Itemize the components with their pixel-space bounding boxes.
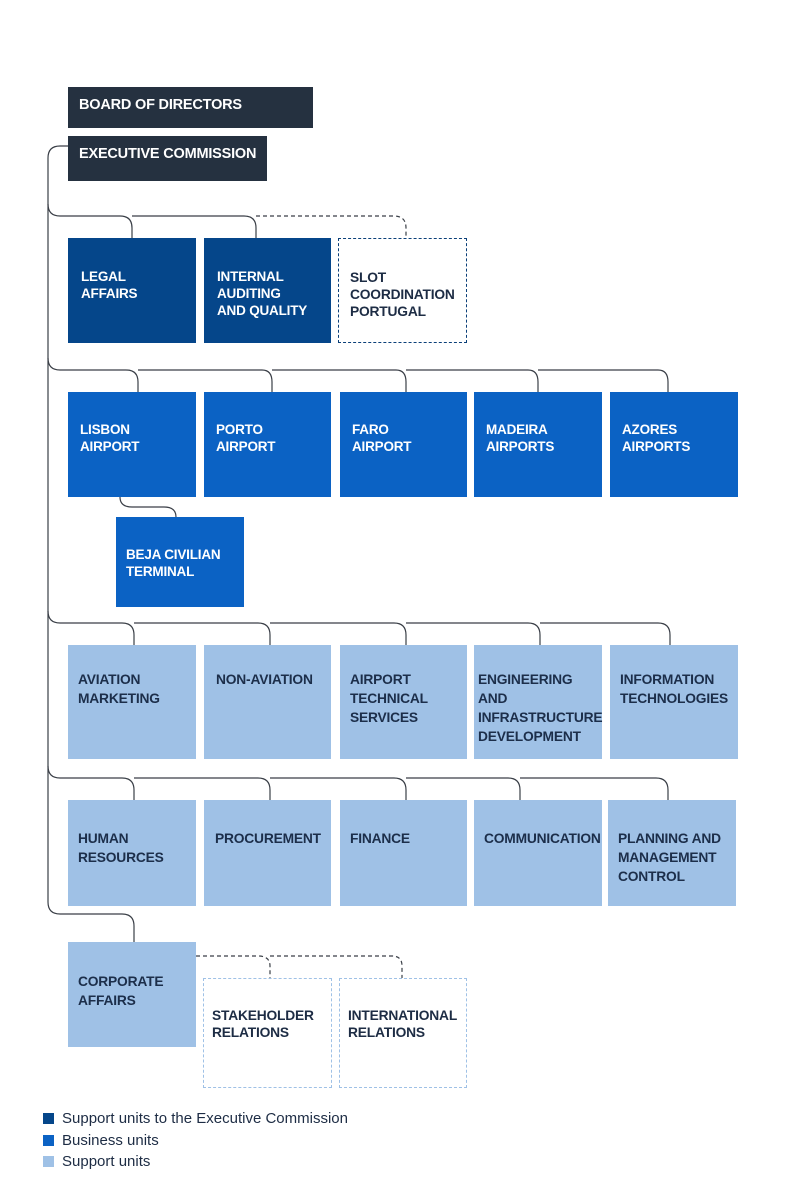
board-of-directors-box: BOARD OF DIRECTORS xyxy=(68,87,313,128)
faro-airport-label: FARO AIRPORT xyxy=(352,422,412,454)
airport-technical-services-box: AIRPORT TECHNICAL SERVICES xyxy=(340,645,467,759)
stakeholder-relations-box: STAKEHOLDER RELATIONS xyxy=(203,978,332,1088)
legend-swatch-business xyxy=(43,1134,54,1146)
executive-commission-box: EXECUTIVE COMMISSION xyxy=(68,136,267,181)
beja-terminal-label: BEJA CIVILIAN TERMINAL xyxy=(126,547,221,579)
legend: Support units to the Executive Commissio… xyxy=(43,1108,348,1173)
legend-label-support: Support units xyxy=(62,1153,151,1171)
legend-swatch-support xyxy=(43,1156,54,1168)
stakeholder-relations-label: STAKEHOLDER RELATIONS xyxy=(212,1008,314,1040)
planning-management-label: PLANNING AND MANAGEMENT CONTROL xyxy=(618,831,721,884)
madeira-airports-label: MADEIRA AIRPORTS xyxy=(486,422,555,454)
legal-affairs-box: LEGAL AFFAIRS xyxy=(68,238,196,343)
corporate-affairs-label: CORPORATE AFFAIRS xyxy=(78,974,164,1008)
information-technologies-label: INFORMATION TECHNOLOGIES xyxy=(620,672,728,706)
corporate-affairs-box: CORPORATE AFFAIRS xyxy=(68,942,196,1047)
legend-item-support-exec: Support units to the Executive Commissio… xyxy=(43,1108,348,1130)
executive-commission-label: EXECUTIVE COMMISSION xyxy=(79,146,257,162)
communication-box: COMMUNICATION xyxy=(474,800,602,906)
international-relations-label: INTERNATIONAL RELATIONS xyxy=(348,1008,458,1040)
international-relations-box: INTERNATIONAL RELATIONS xyxy=(339,978,467,1088)
finance-label: FINANCE xyxy=(350,831,410,846)
human-resources-label: HUMAN RESOURCES xyxy=(78,831,164,865)
aviation-marketing-label: AVIATION MARKETING xyxy=(78,672,160,706)
lisbon-airport-box: LISBON AIRPORT xyxy=(68,392,196,497)
board-of-directors-label: BOARD OF DIRECTORS xyxy=(79,97,242,113)
information-technologies-box: INFORMATION TECHNOLOGIES xyxy=(610,645,738,759)
internal-auditing-box: INTERNAL AUDITING AND QUALITY xyxy=(204,238,331,343)
internal-auditing-label: INTERNAL AUDITING AND QUALITY xyxy=(217,269,308,318)
porto-airport-label: PORTO AIRPORT xyxy=(216,422,276,454)
engineering-infrastructure-label: ENGINEERING AND INFRASTRUCTURE DEVELOPME… xyxy=(478,672,603,744)
aviation-marketing-box: AVIATION MARKETING xyxy=(68,645,196,759)
slot-coordination-box: SLOT COORDINATION PORTUGAL xyxy=(338,238,467,343)
porto-airport-box: PORTO AIRPORT xyxy=(204,392,331,497)
non-aviation-label: NON-AVIATION xyxy=(216,672,313,687)
legend-swatch-support-exec xyxy=(43,1113,54,1125)
human-resources-box: HUMAN RESOURCES xyxy=(68,800,196,906)
azores-airports-box: AZORES AIRPORTS xyxy=(610,392,738,497)
non-aviation-box: NON-AVIATION xyxy=(204,645,331,759)
lisbon-airport-label: LISBON AIRPORT xyxy=(80,422,140,454)
legend-item-support: Support units xyxy=(43,1151,348,1173)
legend-label-business: Business units xyxy=(62,1131,159,1149)
beja-terminal-box: BEJA CIVILIAN TERMINAL xyxy=(116,517,244,607)
azores-airports-label: AZORES AIRPORTS xyxy=(622,422,691,454)
finance-box: FINANCE xyxy=(340,800,467,906)
faro-airport-box: FARO AIRPORT xyxy=(340,392,467,497)
engineering-infrastructure-box: ENGINEERING AND INFRASTRUCTURE DEVELOPME… xyxy=(474,645,603,759)
planning-management-box: PLANNING AND MANAGEMENT CONTROL xyxy=(608,800,736,906)
legal-affairs-label: LEGAL AFFAIRS xyxy=(81,269,138,301)
airport-technical-services-label: AIRPORT TECHNICAL SERVICES xyxy=(350,672,428,725)
procurement-label: PROCUREMENT xyxy=(215,831,321,846)
procurement-box: PROCUREMENT xyxy=(204,800,331,906)
communication-label: COMMUNICATION xyxy=(484,831,601,846)
legend-item-business: Business units xyxy=(43,1130,348,1152)
slot-coordination-label: SLOT COORDINATION PORTUGAL xyxy=(350,270,455,319)
legend-label-support-exec: Support units to the Executive Commissio… xyxy=(62,1110,348,1128)
madeira-airports-box: MADEIRA AIRPORTS xyxy=(474,392,602,497)
